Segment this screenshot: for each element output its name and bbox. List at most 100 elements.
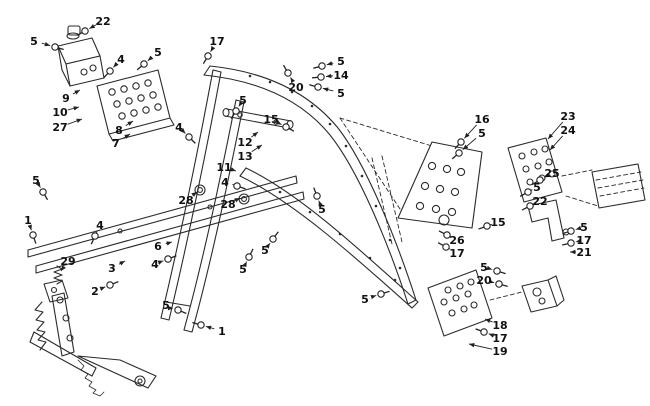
fastener-icon bbox=[197, 321, 205, 329]
callout-label-9: 9 bbox=[62, 92, 70, 105]
fastener-icon bbox=[91, 232, 99, 240]
callout-4: 4 bbox=[90, 219, 104, 245]
callout-5: 5 bbox=[261, 231, 279, 257]
callout-label-1: 1 bbox=[218, 325, 226, 338]
fastener-shaft bbox=[451, 154, 458, 160]
callout-18: 18 bbox=[484, 318, 508, 332]
fastener-icon bbox=[185, 133, 193, 141]
callout-15: 15 bbox=[478, 216, 506, 230]
callout-label-5: 5 bbox=[318, 203, 326, 216]
fastener-icon bbox=[318, 62, 326, 70]
callout-label-27: 27 bbox=[52, 121, 67, 134]
fastener-icon bbox=[106, 281, 114, 289]
callout-leader bbox=[275, 120, 282, 126]
callout-label-28: 28 bbox=[220, 198, 235, 211]
fastener-shaft bbox=[562, 243, 569, 246]
fastener-icon bbox=[526, 202, 534, 210]
callout-label-8: 8 bbox=[115, 124, 123, 137]
fastener-icon bbox=[536, 176, 544, 184]
callout-label-11: 11 bbox=[216, 161, 231, 174]
fastener-shaft bbox=[44, 194, 49, 201]
callout-label-17: 17 bbox=[492, 332, 507, 345]
callout-label-22: 22 bbox=[95, 15, 110, 28]
callout-label-20: 20 bbox=[288, 81, 304, 94]
fastener-icon bbox=[443, 231, 451, 239]
callout-leader bbox=[113, 61, 119, 68]
callout-label-28: 28 bbox=[178, 194, 193, 207]
callout-leader bbox=[326, 61, 334, 66]
fastener-icon bbox=[567, 227, 575, 235]
fastener-icon bbox=[442, 243, 450, 251]
fastener-shaft bbox=[202, 58, 207, 65]
callout-5: 5 bbox=[309, 83, 345, 100]
right-plate-assembly bbox=[507, 137, 646, 242]
support-rails bbox=[27, 175, 305, 274]
callout-label-3: 3 bbox=[108, 262, 116, 275]
reservoir-assembly bbox=[57, 25, 105, 87]
lower-frame-tube bbox=[239, 167, 419, 309]
callout-4: 4 bbox=[103, 53, 125, 79]
fastener-icon bbox=[314, 83, 322, 91]
callout-24: 24 bbox=[549, 124, 576, 151]
fastener-icon bbox=[233, 182, 241, 190]
fastener-icon bbox=[524, 188, 532, 196]
callout-label-5: 5 bbox=[337, 87, 345, 100]
callout-4: 4 bbox=[221, 176, 246, 190]
fastener-icon bbox=[493, 267, 501, 275]
fastener-shaft bbox=[288, 127, 295, 132]
callout-leader bbox=[191, 191, 198, 197]
callout-label-29: 29 bbox=[60, 255, 75, 268]
callout-25: 25 bbox=[531, 167, 560, 186]
fastener-icon bbox=[232, 107, 240, 115]
center-wedge-lines bbox=[339, 117, 433, 213]
callout-leader bbox=[67, 106, 80, 111]
fastener-shaft bbox=[112, 281, 119, 285]
fastener-shaft bbox=[478, 226, 485, 230]
callout-leader bbox=[547, 121, 564, 140]
callout-5: 5 bbox=[562, 221, 588, 235]
callout-label-5: 5 bbox=[533, 181, 541, 194]
callout-leader bbox=[370, 294, 377, 300]
callout-leader bbox=[464, 124, 477, 139]
fastener-shaft bbox=[521, 206, 528, 211]
fastener-shaft bbox=[501, 284, 508, 287]
callout-label-5: 5 bbox=[478, 127, 486, 140]
callout-label-23: 23 bbox=[560, 110, 575, 123]
callout-label-21: 21 bbox=[576, 246, 591, 259]
fastener-icon bbox=[567, 239, 575, 247]
callout-5: 5 bbox=[313, 187, 326, 216]
fastener-icon bbox=[140, 60, 148, 68]
callout-3: 3 bbox=[108, 260, 126, 275]
callout-leader bbox=[122, 133, 131, 140]
fastener-shaft bbox=[90, 238, 95, 245]
fastener-shaft bbox=[249, 248, 254, 255]
callout-leader bbox=[251, 144, 263, 153]
callout-label-4: 4 bbox=[175, 121, 183, 134]
fastener-icon bbox=[455, 149, 463, 157]
callout-label-22: 22 bbox=[532, 195, 547, 208]
callout-label-5: 5 bbox=[162, 299, 170, 312]
callout-label-5: 5 bbox=[239, 263, 247, 276]
callout-label-5: 5 bbox=[239, 94, 247, 107]
fastener-icon bbox=[29, 231, 37, 239]
fastener-icon bbox=[317, 73, 325, 81]
callout-leader bbox=[462, 137, 477, 151]
callout-label-5: 5 bbox=[480, 261, 488, 274]
callout-leader bbox=[72, 89, 81, 95]
callout-label-12: 12 bbox=[237, 136, 252, 149]
fastener-shaft bbox=[180, 310, 187, 315]
fastener-shaft bbox=[192, 321, 199, 325]
callout-leader bbox=[125, 120, 134, 127]
fastener-icon bbox=[269, 235, 277, 243]
callout-leader bbox=[230, 167, 237, 172]
callout-21: 21 bbox=[570, 246, 592, 259]
callout-label-4: 4 bbox=[221, 176, 229, 189]
fastener-shaft bbox=[239, 186, 246, 190]
callout-5: 5 bbox=[136, 46, 162, 71]
fastener-icon bbox=[457, 138, 465, 146]
fastener-icon bbox=[204, 52, 212, 60]
callout-4: 4 bbox=[175, 121, 196, 144]
fastener-shaft bbox=[282, 64, 287, 71]
callout-label-26: 26 bbox=[449, 234, 465, 247]
